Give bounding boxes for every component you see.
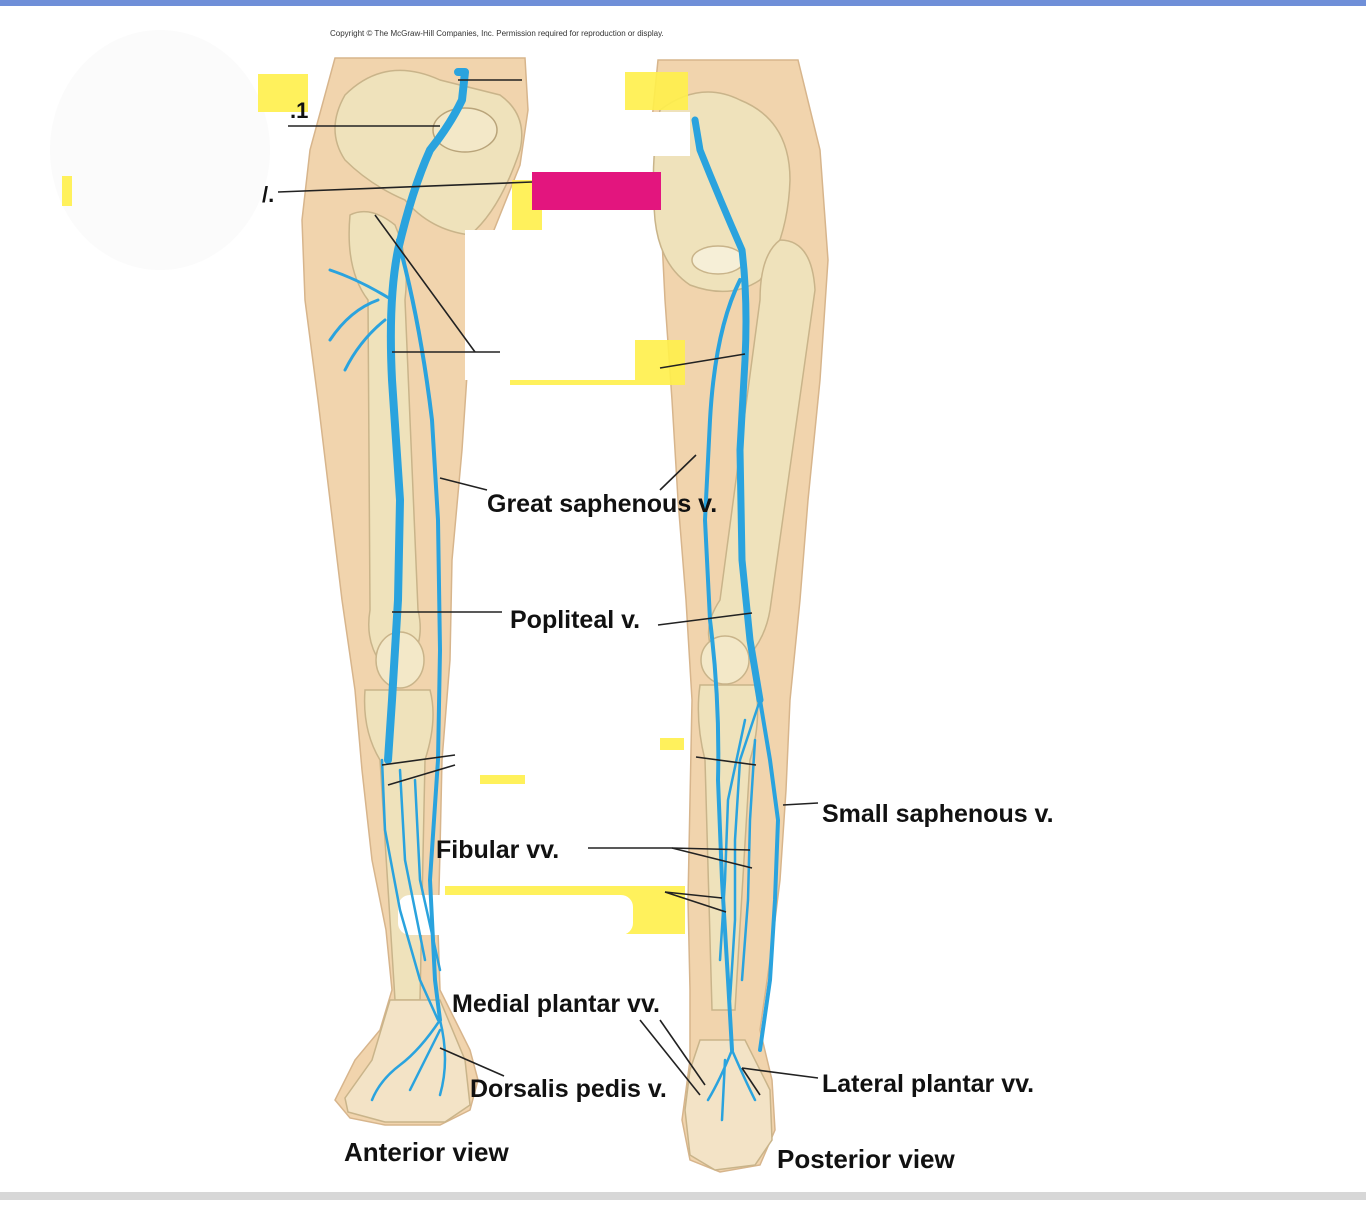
leader-line xyxy=(657,612,753,626)
leader-line xyxy=(671,847,753,869)
coverup xyxy=(398,895,633,935)
veins xyxy=(328,68,780,1122)
leader-line xyxy=(782,802,819,806)
hidden-answer-box[interactable] xyxy=(532,172,661,210)
label-small-saphenous-vein: Small saphenous v. xyxy=(822,800,1054,828)
anterior-femoral-vein xyxy=(384,68,469,764)
label-great-saphenous-vein: Great saphenous v. xyxy=(487,490,718,518)
coverup xyxy=(458,735,658,775)
leader-line xyxy=(439,477,488,491)
coverup xyxy=(465,230,635,380)
anterior-great-saphenous xyxy=(396,238,442,1022)
leader-line xyxy=(659,353,746,369)
anterior-foot-veins xyxy=(370,1018,447,1102)
leader-line xyxy=(659,454,697,491)
posterior-tibia xyxy=(697,684,759,1011)
leader-line xyxy=(741,1067,819,1079)
posterior-plantar-veins xyxy=(706,1048,757,1122)
leader-line xyxy=(664,891,723,899)
label-coverups xyxy=(398,60,690,935)
bottom-window-bar xyxy=(0,1192,1366,1200)
posterior-obturator xyxy=(691,245,745,275)
highlight-patch xyxy=(620,72,688,110)
leader-line xyxy=(741,1067,761,1096)
highlight-patch xyxy=(258,74,308,112)
partial-label-fragment: /. xyxy=(262,182,275,207)
leader-line xyxy=(671,847,751,851)
posterior-knee xyxy=(700,635,750,685)
leader-line xyxy=(387,764,456,786)
leader-line xyxy=(439,1047,505,1077)
label-medial-plantar-veins: Medial plantar vv. xyxy=(452,990,660,1018)
anterior-tributaries xyxy=(328,268,394,372)
posterior-foot xyxy=(684,1039,773,1171)
leader-line xyxy=(381,754,456,766)
leader-line xyxy=(659,1019,706,1086)
caption-posterior-view: Posterior view xyxy=(777,1144,955,1174)
background-smudge xyxy=(50,30,270,270)
leader-line xyxy=(277,181,533,193)
highlight-patch xyxy=(62,176,72,206)
leader-line xyxy=(664,891,727,913)
label-fibular-veins: Fibular vv. xyxy=(436,836,560,864)
coverup xyxy=(620,112,690,156)
leader-line xyxy=(374,214,476,353)
leader-lines xyxy=(277,79,819,1096)
posterior-leg-veins xyxy=(718,698,762,1002)
label-popliteal-vein: Popliteal v. xyxy=(510,606,641,634)
leader-line xyxy=(695,756,757,766)
label-lateral-plantar-veins: Lateral plantar vv. xyxy=(822,1070,1035,1098)
copyright-notice: Copyright © The McGraw-Hill Companies, I… xyxy=(330,29,664,38)
posterior-femoral-vein xyxy=(691,116,764,704)
posterior-small-saphenous xyxy=(758,698,780,1052)
coverup xyxy=(540,60,625,160)
anterior-tibial-veins xyxy=(380,758,442,1022)
highlight-patch xyxy=(660,738,684,750)
leader-line xyxy=(639,1019,701,1096)
partial-label-fragment: .1 xyxy=(290,98,309,123)
label-dorsalis-pedis-vein: Dorsalis pedis v. xyxy=(470,1075,667,1103)
anterior-patella xyxy=(375,631,425,689)
top-window-bar xyxy=(0,0,1366,6)
posterior-great-saphenous xyxy=(703,278,742,1052)
caption-anterior-view: Anterior view xyxy=(344,1137,509,1167)
